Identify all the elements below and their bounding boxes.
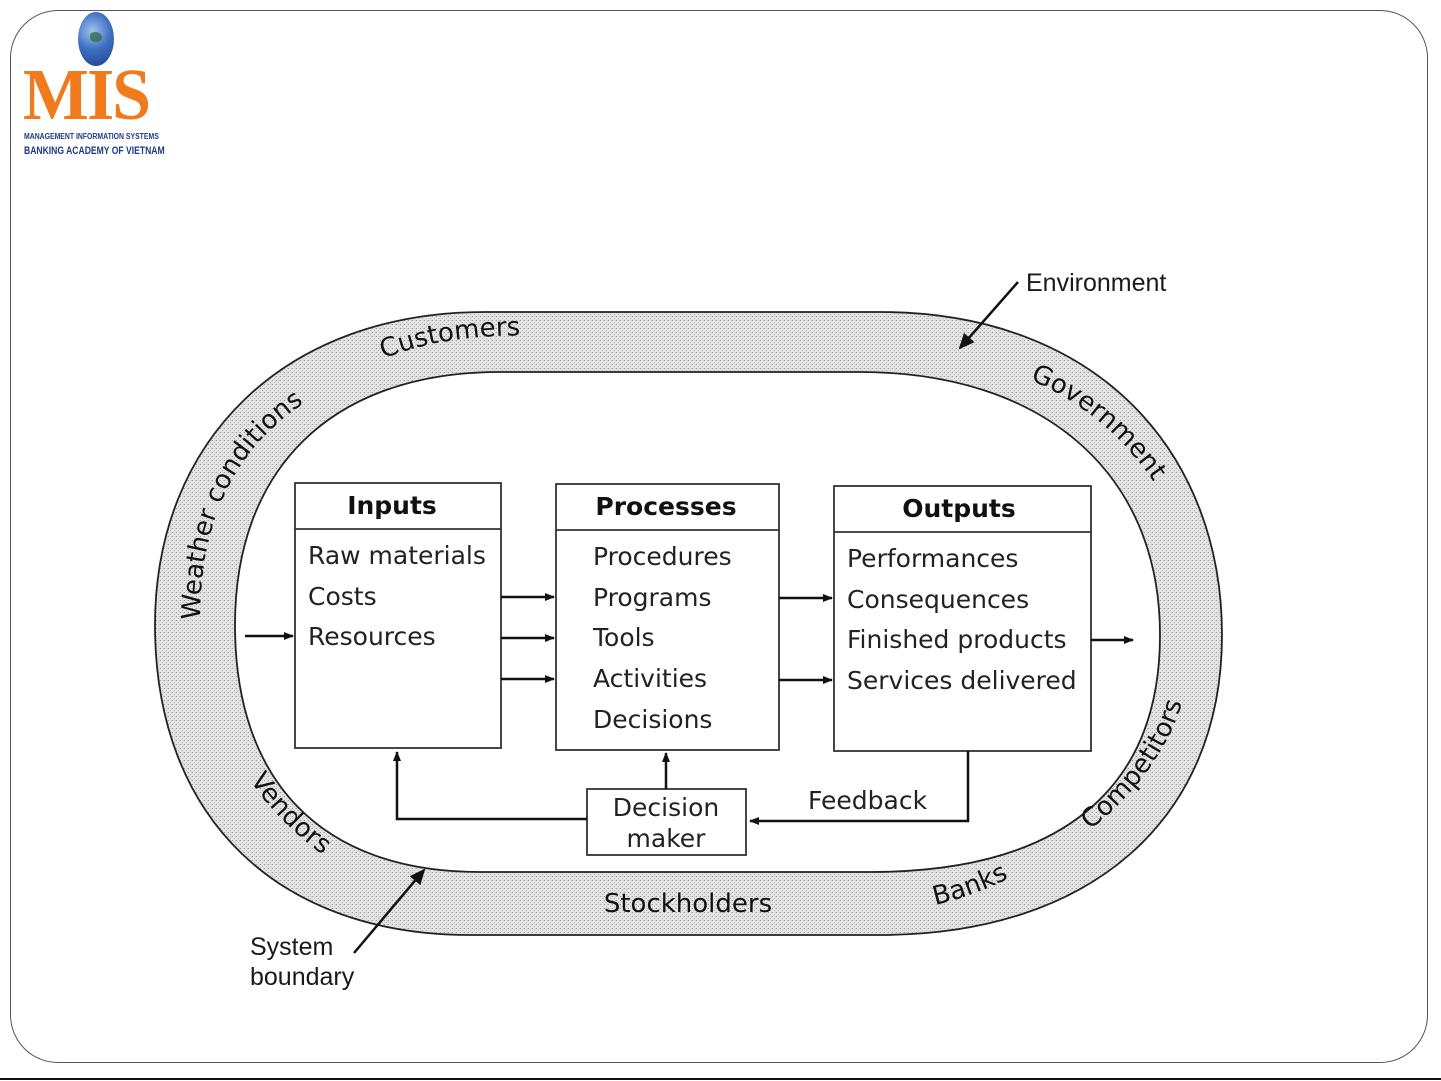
inputs-title: Inputs [347, 491, 437, 520]
inputs-item: Raw materials [308, 541, 486, 570]
decision-maker-line2: maker [627, 824, 707, 853]
bottom-divider [0, 1078, 1441, 1080]
flow-arrows [245, 593, 1134, 825]
arrow-decision-to-inputs [393, 751, 587, 821]
outputs-item: Finished products [847, 625, 1067, 654]
system-boundary-label-line2: boundary [250, 963, 355, 991]
processes-item: Procedures [593, 542, 732, 571]
processes-title: Processes [595, 492, 736, 521]
feedback-arrow [749, 751, 970, 825]
mis-logo: MIS MANAGEMENT INFORMATION SYSTEMS BANKI… [22, 12, 165, 162]
processes-item: Programs [593, 583, 712, 612]
system-boundary-arrow [353, 868, 426, 954]
ring-band [154, 311, 1223, 936]
decision-maker-line1: Decision [613, 793, 719, 822]
environment-ring [154, 311, 1223, 936]
logo-mark: MIS [22, 55, 151, 136]
environment-label: Environment [1026, 269, 1166, 297]
outputs-item: Services delivered [847, 666, 1077, 695]
outputs-box: Outputs Performances Consequences Finish… [833, 485, 1092, 752]
globe-icon [78, 12, 114, 66]
outputs-title: Outputs [902, 494, 1016, 523]
processes-box: Processes Procedures Programs Tools Acti… [555, 483, 780, 751]
feedback-label: Feedback [808, 786, 928, 815]
outputs-item: Performances [847, 544, 1018, 573]
ring-label-stockholders: Stockholders [604, 889, 772, 919]
decision-maker-box: Decision maker [586, 788, 747, 856]
outputs-item: Consequences [847, 585, 1029, 614]
logo-subtitle-line1: MANAGEMENT INFORMATION SYSTEMS [24, 132, 159, 141]
inputs-item: Costs [308, 582, 377, 611]
system-boundary-label-line1: System [250, 933, 333, 961]
processes-item: Decisions [593, 705, 712, 734]
processes-item: Tools [592, 623, 655, 652]
inputs-box: Inputs Raw materials Costs Resources [294, 482, 502, 749]
environment-arrow [958, 281, 1019, 350]
processes-item: Activities [593, 664, 707, 693]
inputs-item: Resources [308, 622, 436, 651]
